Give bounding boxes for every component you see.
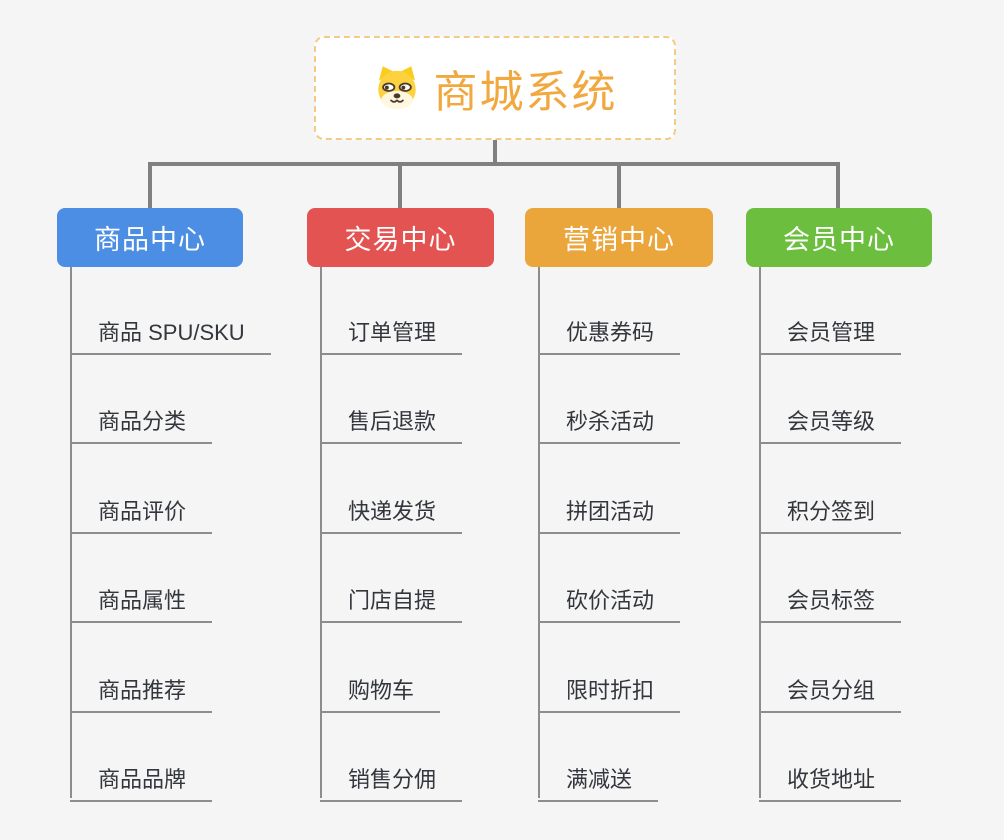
node-item[interactable]: 商品品牌	[70, 769, 213, 802]
branch-product-items: 商品 SPU/SKU 商品分类 商品评价 商品属性 商品推荐 商品品牌	[70, 267, 310, 802]
node-item[interactable]: 购物车	[320, 680, 441, 713]
node-item[interactable]: 售后退款	[320, 411, 463, 444]
node-item[interactable]: 门店自提	[320, 590, 463, 623]
node-item[interactable]: 销售分佣	[320, 769, 463, 802]
connector-stub-member	[836, 164, 840, 208]
root-node[interactable]: 商城系统	[314, 36, 676, 140]
branch-member-center[interactable]: 会员中心	[746, 208, 932, 267]
node-item[interactable]: 会员标签	[759, 590, 902, 623]
node-item[interactable]: 收货地址	[759, 769, 902, 802]
node-item[interactable]: 砍价活动	[538, 590, 681, 623]
node-item[interactable]: 商品分类	[70, 411, 213, 444]
node-item[interactable]: 订单管理	[320, 322, 463, 355]
node-item[interactable]: 会员管理	[759, 322, 902, 355]
node-item[interactable]: 商品 SPU/SKU	[70, 322, 271, 355]
node-item[interactable]: 积分签到	[759, 501, 902, 534]
node-item[interactable]: 会员等级	[759, 411, 902, 444]
root-title: 商城系统	[433, 68, 618, 117]
node-item[interactable]: 优惠券码	[538, 322, 681, 355]
node-item[interactable]: 秒杀活动	[538, 411, 681, 444]
node-item[interactable]: 商品推荐	[70, 680, 213, 713]
branch-marketing-items: 优惠券码 秒杀活动 拼团活动 砍价活动 限时折扣 满减送	[538, 267, 778, 802]
node-item[interactable]: 满减送	[538, 769, 659, 802]
branch-member-items: 会员管理 会员等级 积分签到 会员标签 会员分组 收货地址	[759, 267, 999, 802]
node-item[interactable]: 会员分组	[759, 680, 902, 713]
branch-product-center[interactable]: 商品中心	[57, 208, 243, 267]
branch-marketing-center[interactable]: 营销中心	[525, 208, 713, 267]
connector-rail	[148, 162, 840, 166]
dog-face-icon	[373, 64, 421, 112]
branch-trade-items: 订单管理 售后退款 快递发货 门店自提 购物车 销售分佣	[320, 267, 560, 802]
node-item[interactable]: 快递发货	[320, 501, 463, 534]
node-item[interactable]: 拼团活动	[538, 501, 681, 534]
node-item[interactable]: 商品评价	[70, 501, 213, 534]
connector-root-drop	[493, 140, 497, 164]
node-item[interactable]: 商品属性	[70, 590, 213, 623]
branch-trade-center[interactable]: 交易中心	[307, 208, 494, 267]
node-item[interactable]: 限时折扣	[538, 680, 681, 713]
connector-stub-product	[148, 164, 152, 208]
connector-stub-marketing	[617, 164, 621, 208]
connector-stub-trade	[398, 164, 402, 208]
